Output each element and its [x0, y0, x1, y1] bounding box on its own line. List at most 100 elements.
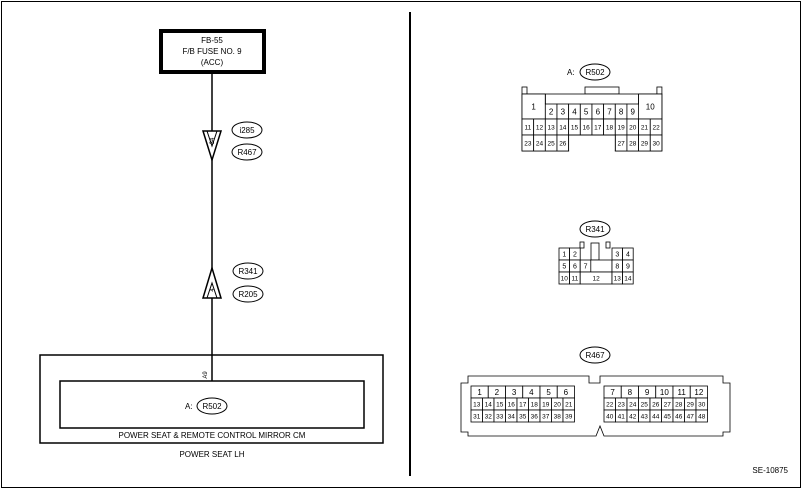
pin-number: 5	[546, 388, 551, 397]
pin-number: 2	[549, 107, 554, 116]
pin-number: 13	[473, 401, 481, 408]
pin-number: 33	[496, 413, 504, 420]
pin-number: 17	[519, 401, 527, 408]
pin-number: 9	[631, 107, 636, 116]
pin-number: 45	[664, 413, 672, 420]
pin-number: 10	[660, 388, 669, 397]
pin-number: 44	[652, 413, 660, 420]
connector-key	[584, 86, 620, 95]
pin-number: 10	[646, 102, 655, 111]
pin-number: 1	[531, 102, 536, 111]
pin-number: 30	[652, 140, 660, 147]
pin-number: 6	[564, 388, 569, 397]
pin-number: 5	[562, 264, 566, 271]
pin-number: 15	[571, 124, 579, 131]
pin-number: 7	[610, 388, 615, 397]
module-outer-name: POWER SEAT LH	[179, 450, 244, 459]
fuse-label-line2: F/B FUSE NO. 9	[182, 47, 242, 56]
pin-cell	[562, 409, 575, 423]
pin-cell	[649, 134, 663, 152]
pin-number: 12	[536, 124, 544, 131]
pin-number: 4	[626, 252, 630, 259]
pin-number: 8	[615, 264, 619, 271]
pin-number: 3	[561, 107, 566, 116]
connector-r502-prefix: A:	[567, 68, 575, 77]
connector-badge-r205	[232, 285, 264, 303]
pin-number: 46	[675, 413, 683, 420]
connector-badge-r502	[196, 397, 228, 415]
pin-number: 8	[619, 107, 624, 116]
junction-bottom-pin: 4	[210, 288, 216, 292]
pin-number: 47	[687, 413, 695, 420]
pin-number: 22	[652, 124, 660, 131]
pin-number: 15	[496, 401, 504, 408]
module-outer-rect	[39, 354, 384, 444]
connector-badge-r205-label: R205	[238, 290, 258, 299]
pin-number: 28	[629, 140, 637, 147]
connector-badge-r341-label: R341	[238, 267, 258, 276]
pin-number: 16	[508, 401, 516, 408]
pin-number: 14	[485, 401, 493, 408]
pin-number: 11	[677, 388, 686, 397]
pin-number: 28	[675, 401, 683, 408]
pin-number: 19	[542, 401, 550, 408]
connector-badge-r341	[232, 262, 264, 280]
pin-number: 25	[641, 401, 649, 408]
pin-number: 13	[548, 124, 556, 131]
pin-number: 24	[629, 401, 637, 408]
pin-cell	[622, 271, 634, 285]
junction-top-pin: 34	[210, 137, 216, 144]
fuse-label-line3: (ACC)	[201, 58, 224, 67]
pin-number: 4	[529, 388, 534, 397]
pin-number: 26	[652, 401, 660, 408]
pin-number: 32	[485, 413, 493, 420]
pin-number: 6	[596, 107, 601, 116]
pin-number: 1	[562, 252, 566, 259]
connector-badge-r467	[231, 143, 263, 161]
pin-number: 27	[617, 140, 625, 147]
pin-number: 39	[565, 413, 573, 420]
pin-number: 2	[573, 252, 577, 259]
module-box: A9 A: R502 POWER SEAT & REMOTE CONTROL M…	[39, 354, 384, 444]
pin-number: 14	[559, 124, 567, 131]
connector-badge-r467-label: R467	[237, 148, 257, 157]
pin-number: 13	[614, 275, 622, 282]
pin-number: 18	[531, 401, 539, 408]
pin-number: 21	[641, 124, 649, 131]
pin-number: 1	[477, 388, 482, 397]
pin-number: 9	[626, 264, 630, 271]
pin-number: 24	[536, 140, 544, 147]
pin-number: 48	[698, 413, 706, 420]
pin-number: 5	[584, 107, 589, 116]
connector-r502-badge	[579, 63, 611, 81]
connector-r341-badge-label: R341	[585, 225, 605, 234]
module-inner-rect	[59, 380, 365, 429]
pin-number: 11	[572, 275, 579, 282]
module-pin-label: A9	[203, 371, 209, 379]
pin-number: 38	[554, 413, 562, 420]
connector-tab	[656, 86, 663, 95]
pin-number: 18	[606, 124, 614, 131]
pin-number: 26	[559, 140, 567, 147]
pin-number: 40	[606, 413, 614, 420]
pin-number: 27	[664, 401, 672, 408]
fuse-label-line1: FB-55	[201, 36, 223, 45]
pin-cell	[695, 409, 708, 423]
pin-number: 7	[584, 264, 588, 271]
pin-number: 12	[592, 275, 600, 282]
pin-number: 25	[548, 140, 556, 147]
module-conn-prefix: A:	[185, 402, 193, 411]
pin-number: 16	[583, 124, 591, 131]
pin-number: 8	[628, 388, 633, 397]
pin-number: 34	[508, 413, 516, 420]
pin-number: 36	[531, 413, 539, 420]
pin-number: 20	[629, 124, 637, 131]
pin-number: 17	[594, 124, 602, 131]
pin-number: 7	[607, 107, 612, 116]
